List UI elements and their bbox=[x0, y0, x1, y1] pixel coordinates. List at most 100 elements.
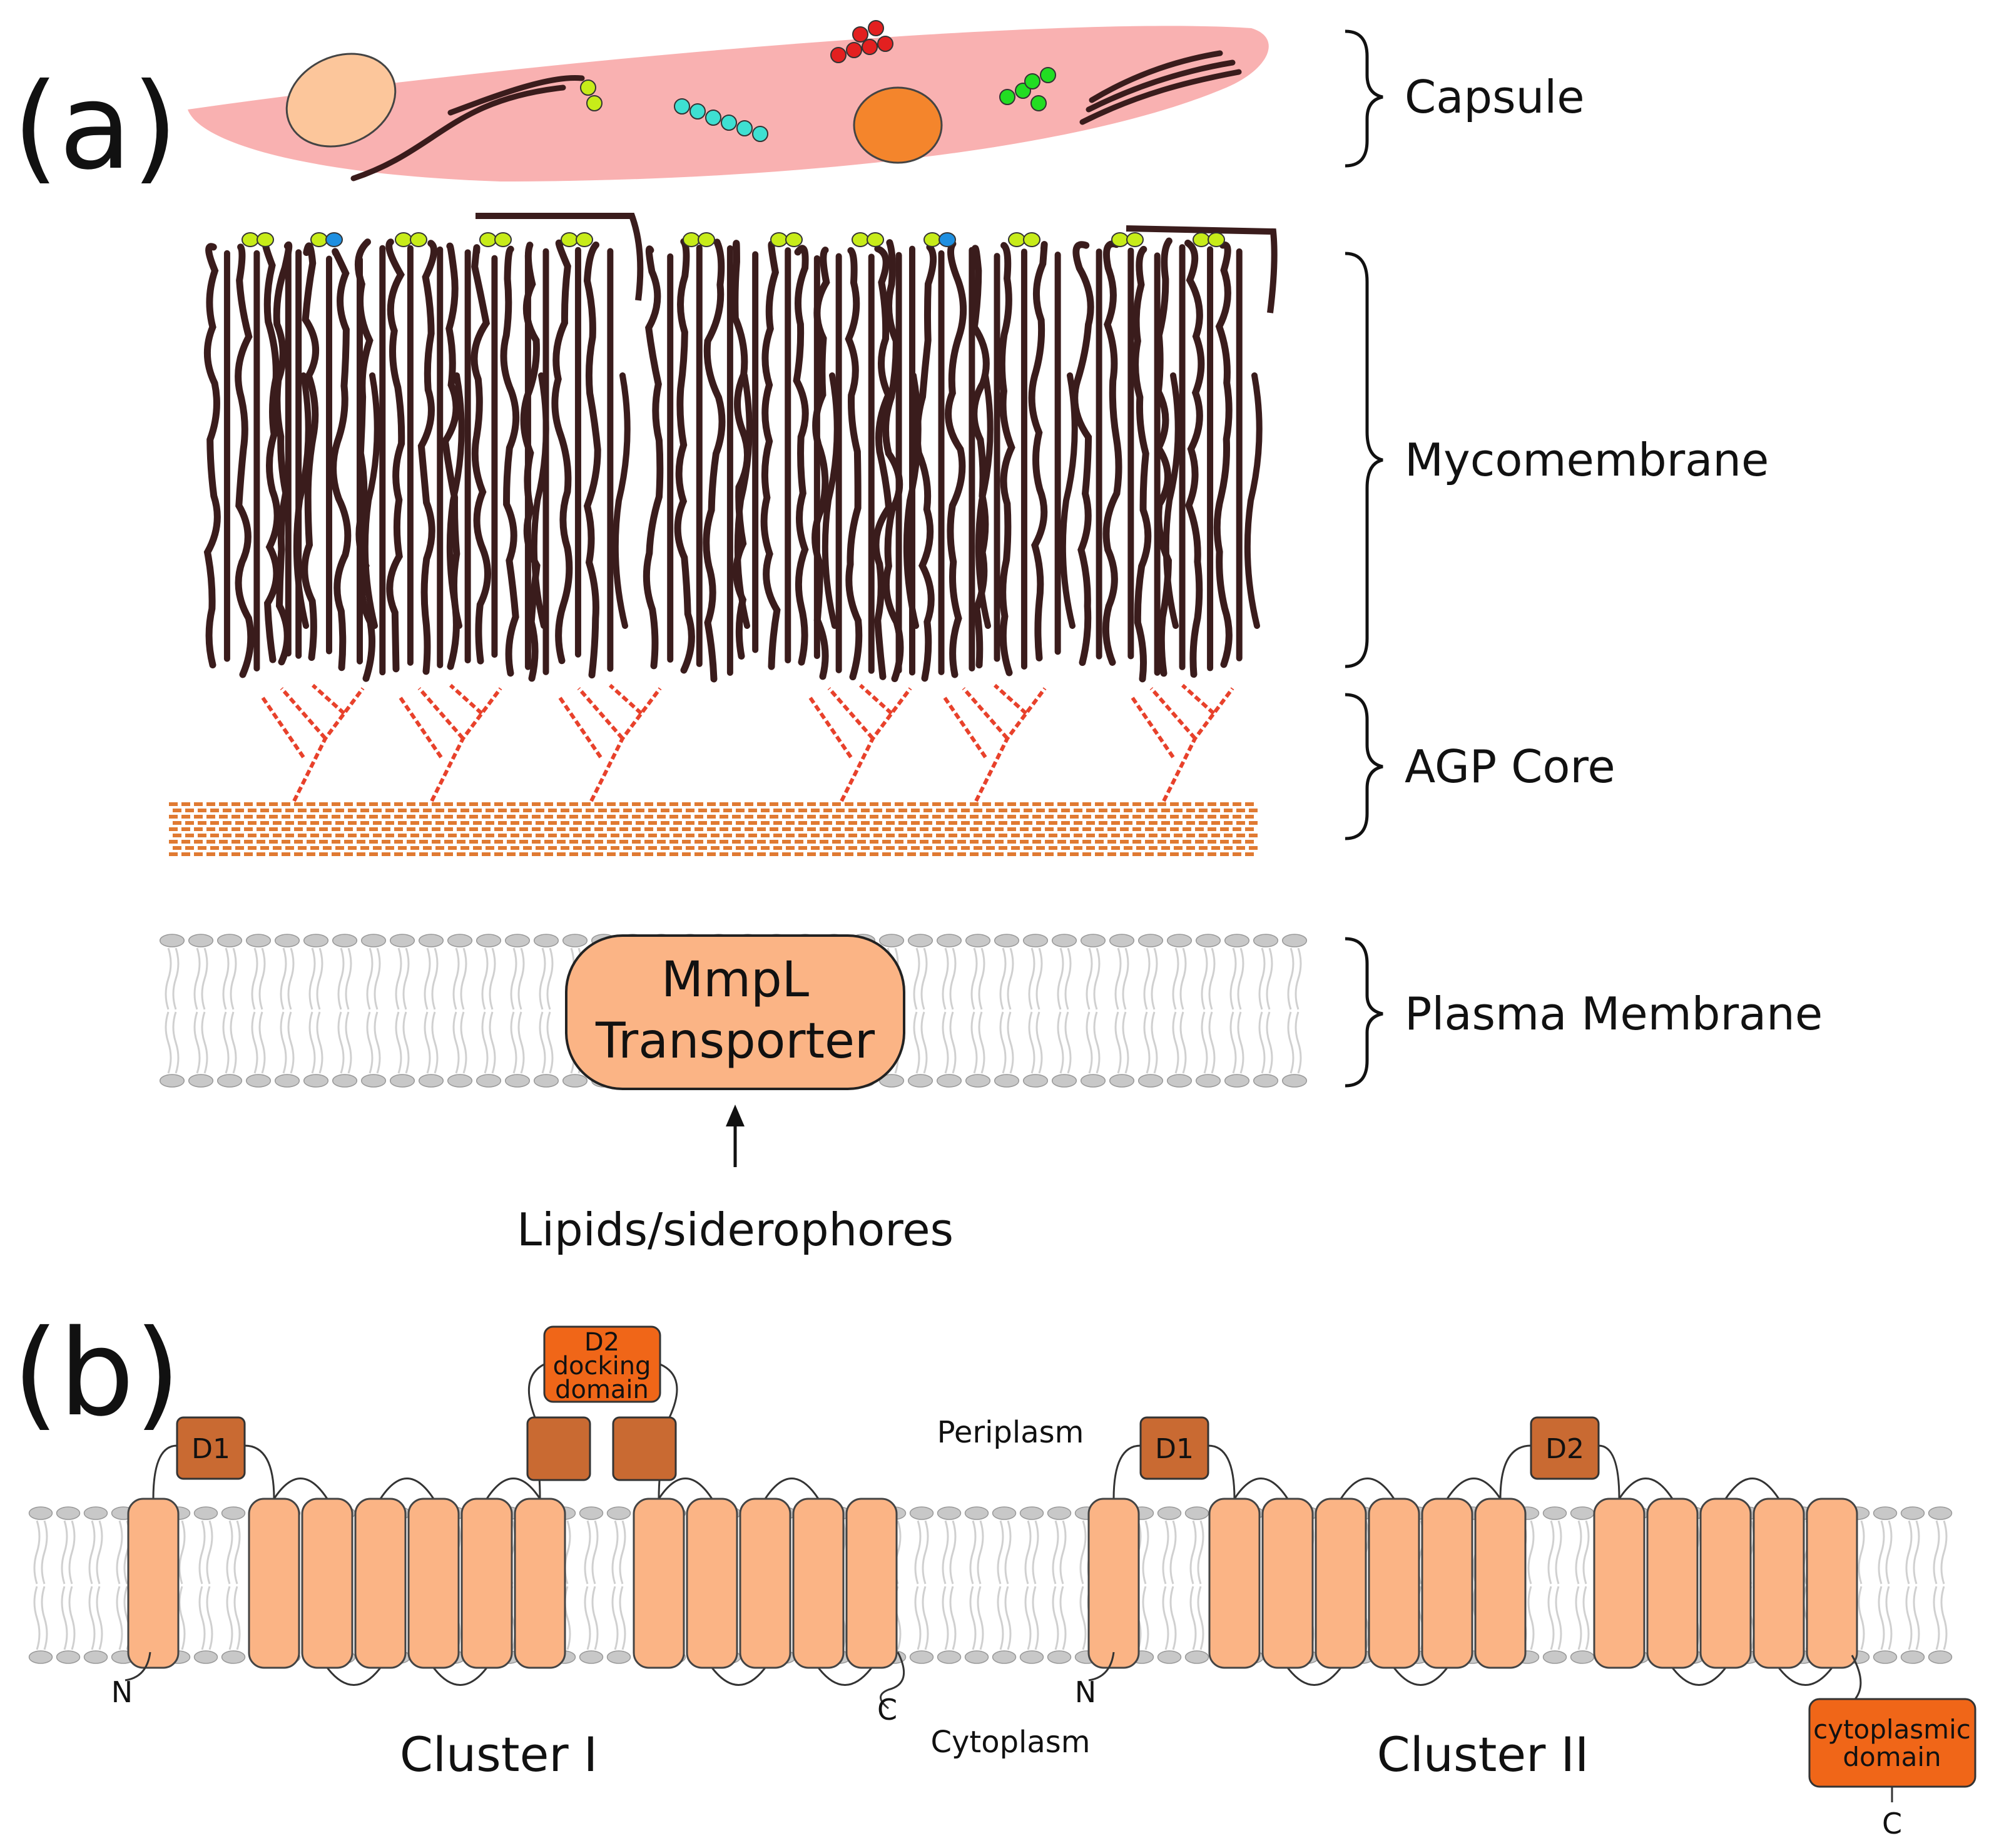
lipid-tail bbox=[345, 947, 352, 1010]
lipid-tail bbox=[366, 1011, 374, 1074]
lipid-head bbox=[1224, 1074, 1250, 1088]
plasma-membrane-label: Plasma Membrane bbox=[1405, 988, 1823, 1040]
lipid-tail bbox=[1172, 947, 1179, 1010]
lipid-head bbox=[562, 1074, 588, 1088]
cluster2-d2-label: D2 bbox=[1545, 1433, 1584, 1465]
cluster1-d1-label: D1 bbox=[191, 1433, 230, 1465]
lipid-tail bbox=[1208, 1011, 1216, 1074]
mycolic-acid-chain bbox=[1132, 245, 1152, 683]
mycolic-acid-chain bbox=[1154, 237, 1173, 677]
lipid-tail bbox=[1004, 1586, 1012, 1650]
lipid-tail bbox=[584, 1520, 591, 1585]
lipid-tail bbox=[345, 1011, 352, 1074]
mycolic-acid-chain bbox=[583, 241, 601, 679]
periplasmic-loop bbox=[1724, 1478, 1780, 1499]
cluster2-n-tail bbox=[1088, 1651, 1115, 1682]
lipid-tail bbox=[233, 1586, 241, 1650]
lipid-tail bbox=[337, 947, 345, 1010]
mycolic-acid-chain bbox=[703, 238, 726, 683]
lipid-tail bbox=[165, 1011, 172, 1074]
lipid-head bbox=[1281, 1074, 1308, 1088]
lipid-head bbox=[579, 1506, 604, 1520]
transmembrane-helix bbox=[127, 1498, 180, 1669]
lipid-head bbox=[1109, 934, 1135, 947]
lipid-tail bbox=[206, 1586, 213, 1650]
glycolipid-head bbox=[1023, 232, 1040, 247]
capsule-glycan-red bbox=[830, 20, 893, 63]
lipid-tail bbox=[1258, 947, 1266, 1010]
lipid-tail bbox=[619, 1520, 626, 1585]
agp-branch bbox=[577, 687, 624, 740]
lipid-tail bbox=[172, 947, 180, 1010]
lipid-tail bbox=[230, 947, 237, 1010]
free-lipid-chain bbox=[1059, 372, 1078, 629]
lipid-tail bbox=[1035, 947, 1043, 1010]
agp-branch bbox=[840, 687, 912, 802]
capsule-body bbox=[188, 26, 1269, 181]
lipid-tail bbox=[116, 1586, 123, 1650]
lipid-tail bbox=[1197, 1520, 1204, 1585]
lipid-head bbox=[907, 1074, 933, 1088]
lipid-tail bbox=[452, 1011, 460, 1074]
lipid-head bbox=[245, 1074, 272, 1088]
lipid-head bbox=[332, 1074, 358, 1088]
lipid-tail bbox=[1295, 947, 1302, 1010]
lipid-tail bbox=[1179, 1011, 1187, 1074]
lipid-tail bbox=[1169, 1520, 1177, 1585]
glycolipid-head bbox=[479, 232, 497, 247]
lipid-head bbox=[1873, 1650, 1898, 1664]
lipid-head bbox=[1019, 1506, 1044, 1520]
transmembrane-helix bbox=[1806, 1498, 1858, 1669]
glycolipid-head bbox=[1193, 232, 1210, 247]
lipid-tail bbox=[1122, 1011, 1129, 1074]
cytoplasmic-loop bbox=[326, 1667, 382, 1686]
lipid-head bbox=[476, 1074, 502, 1088]
lipid-tail bbox=[1189, 1520, 1197, 1585]
lipid-tail bbox=[949, 1520, 957, 1585]
glycolipid-head bbox=[325, 232, 343, 247]
lipid-tail bbox=[546, 1011, 554, 1074]
agp-branch bbox=[1131, 697, 1175, 758]
lipid-head bbox=[1047, 1650, 1072, 1664]
lipid-head bbox=[1224, 934, 1250, 947]
lipid-tail bbox=[969, 1586, 977, 1650]
glycolipid-head bbox=[770, 232, 788, 247]
lipid-tail bbox=[1237, 1011, 1244, 1074]
lipid-tail bbox=[1114, 1011, 1122, 1074]
transmembrane-helix bbox=[1087, 1498, 1140, 1669]
lipid-head bbox=[1184, 1650, 1209, 1664]
lipid-tail bbox=[1858, 1586, 1865, 1650]
lipid-tail bbox=[61, 1586, 68, 1650]
cytoplasmic-loop bbox=[817, 1667, 873, 1686]
lipid-head bbox=[504, 934, 531, 947]
lipid-head bbox=[965, 1074, 991, 1088]
lipid-head bbox=[216, 1074, 243, 1088]
agp-branch bbox=[608, 683, 643, 715]
lipid-head bbox=[1184, 1506, 1209, 1520]
agp-branch bbox=[589, 687, 662, 802]
lipid-tail bbox=[1201, 1011, 1208, 1074]
mycolic-acid-chain bbox=[330, 248, 352, 671]
mycolic-acid-chain bbox=[913, 243, 937, 682]
periplasmic-loop bbox=[273, 1478, 328, 1499]
mycolic-acid-chain bbox=[520, 242, 541, 682]
lipid-tail bbox=[914, 1520, 922, 1585]
glycolipid-head bbox=[698, 232, 715, 247]
lipid-head bbox=[1195, 1074, 1221, 1088]
lipid-head bbox=[504, 1074, 531, 1088]
lipid-head bbox=[1166, 1074, 1193, 1088]
lipid-tail bbox=[308, 1011, 316, 1074]
lipid-tail bbox=[1582, 1520, 1590, 1585]
lipid-tail bbox=[1197, 1586, 1204, 1650]
lipid-head bbox=[389, 1074, 415, 1088]
lipid-tail bbox=[619, 1586, 626, 1650]
lipid-tail bbox=[178, 1520, 186, 1585]
lipid-tail bbox=[1189, 1586, 1197, 1650]
lipid-tail bbox=[88, 1520, 96, 1585]
lipid-tail bbox=[1237, 947, 1244, 1010]
periplasmic-loop bbox=[1340, 1478, 1395, 1499]
lipid-tail bbox=[460, 947, 467, 1010]
mycomembrane-label: Mycomembrane bbox=[1405, 434, 1769, 486]
mycolic-acid-chain bbox=[273, 241, 293, 666]
capsule-brace bbox=[1345, 29, 1383, 168]
